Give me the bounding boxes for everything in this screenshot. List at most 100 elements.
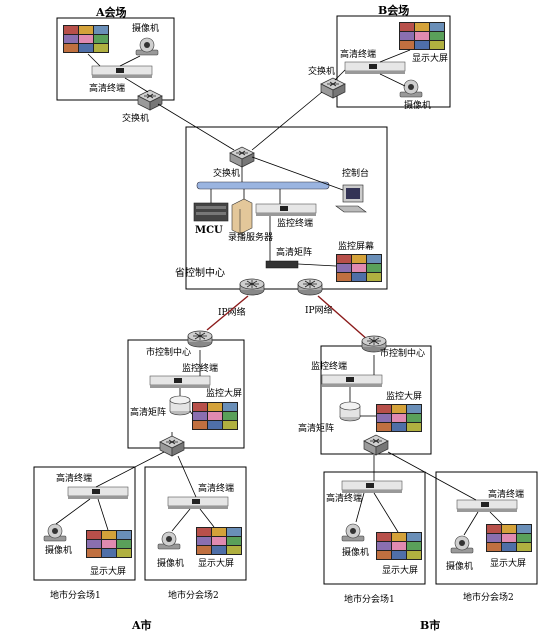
provincial-center-title: 省控制中心 — [175, 266, 225, 279]
city-a-b2-camera-label: 摄像机 — [157, 557, 184, 569]
venue-a-title: A会场 — [95, 5, 127, 19]
center-hd-matrix-icon — [265, 260, 299, 269]
mcu-icon — [193, 202, 229, 222]
city-a-b2-terminal-icon — [167, 496, 229, 510]
province-router-a-icon — [239, 278, 265, 296]
city-a-b2-terminal-label: 高清终端 — [198, 482, 234, 494]
wan-link-a — [206, 295, 249, 331]
city-b-branch-2-title: 地市分会场2 — [463, 591, 514, 603]
venue-a-box — [56, 17, 175, 101]
city-a-b2-camera-icon — [157, 531, 181, 550]
city-b-branch-1-box — [323, 471, 426, 585]
provincial-center-group — [185, 126, 388, 290]
venue-b-terminal-label: 高清终端 — [340, 48, 376, 60]
center-switch-label: 交换机 — [213, 167, 240, 179]
venue-a-terminal-label: 高清终端 — [89, 82, 125, 94]
center-monitor-wall-label: 监控屏幕 — [338, 240, 374, 252]
console-label: 控制台 — [342, 167, 369, 179]
center-bus-bar — [196, 181, 330, 190]
city-a-center-box — [127, 339, 245, 449]
city-a-b1-terminal-icon — [67, 486, 129, 500]
city-b-b1-screen-icon — [376, 532, 422, 560]
city-b-b1-camera-icon — [341, 523, 365, 542]
recording-server-icon — [231, 198, 253, 235]
link-venue-b-center — [251, 91, 323, 151]
city-a-branch-1-group — [33, 451, 165, 581]
city-b-branch-2-box — [435, 471, 538, 585]
province-router-b-icon — [297, 278, 323, 296]
city-a-center-label: 市控制中心 — [146, 346, 191, 358]
venue-a-screen-icon — [63, 25, 109, 53]
venue-a-switch-label: 交换机 — [122, 112, 149, 124]
city-b-b1-screen-label: 显示大屏 — [382, 564, 418, 576]
city-b-b2-camera-icon — [450, 535, 474, 554]
city-b-title: B市 — [420, 618, 440, 632]
center-hd-matrix-label: 高清矩阵 — [276, 246, 312, 258]
city-b-hd-matrix-icon — [339, 401, 361, 422]
city-a-title: A市 — [131, 618, 152, 632]
city-b-b2-camera-label: 摄像机 — [446, 560, 473, 572]
venue-b-title: B会场 — [378, 3, 409, 17]
city-a-monitor-terminal-label: 监控终端 — [182, 362, 218, 374]
city-b-branch-1-title: 地市分会场1 — [344, 593, 395, 605]
city-a-monitor-terminal-icon — [149, 375, 211, 389]
venue-a-switch-icon — [137, 89, 163, 111]
wan-link-b — [317, 295, 369, 341]
city-a-branch-2-title: 地市分会场2 — [168, 589, 219, 601]
venue-b-switch-label: 交换机 — [308, 65, 335, 77]
venue-a-camera-icon — [135, 37, 159, 56]
venue-a-terminal-icon — [91, 65, 153, 79]
city-b-switch-icon — [363, 434, 389, 456]
mcu-label: MCU — [195, 225, 223, 236]
city-b-b1-camera-label: 摄像机 — [342, 546, 369, 558]
city-a-hd-matrix-icon — [169, 395, 191, 416]
city-b-b1-terminal-icon — [341, 480, 403, 494]
venue-b-camera-icon — [399, 79, 423, 98]
venue-b-switch-icon — [320, 77, 346, 99]
console-icon — [335, 184, 367, 213]
city-a-branch-1-box — [33, 466, 136, 581]
venue-b-group — [320, 15, 451, 108]
city-b-monitor-screen-icon — [376, 404, 422, 432]
city-a-b1-camera-icon — [43, 523, 67, 542]
city-b-b2-terminal-icon — [456, 499, 518, 513]
city-a-b1-screen-label: 显示大屏 — [90, 565, 126, 577]
city-a-monitor-screen-icon — [192, 402, 238, 430]
venue-b-terminal-icon — [344, 61, 406, 75]
venue-b-screen-icon — [399, 22, 445, 50]
city-b-monitor-screen-label: 监控大屏 — [386, 390, 422, 402]
provincial-center-box — [185, 126, 388, 290]
ip-network-b-label: IP网络 — [305, 304, 333, 316]
city-b-monitor-terminal-label: 监控终端 — [311, 360, 347, 372]
center-monitor-terminal-icon — [255, 203, 317, 217]
city-a-b1-screen-icon — [86, 530, 132, 558]
venue-a-group — [56, 17, 175, 111]
city-a-branch-1-title: 地市分会场1 — [50, 589, 101, 601]
city-a-b2-screen-label: 显示大屏 — [198, 557, 234, 569]
city-a-b1-terminal-label: 高清终端 — [56, 472, 92, 484]
city-b-b2-terminal-label: 高清终端 — [488, 488, 524, 500]
city-b-monitor-terminal-icon — [321, 374, 383, 388]
city-a-switch-icon — [159, 435, 185, 457]
city-b-center-label: 市控制中心 — [380, 347, 425, 359]
venue-b-camera-label: 摄像机 — [404, 99, 431, 111]
venue-b-box — [336, 15, 451, 108]
ip-network-a-label: IP网络 — [218, 306, 246, 318]
city-b-b1-terminal-label: 高清终端 — [326, 492, 362, 504]
recording-server-label: 录播服务器 — [228, 231, 273, 243]
city-a-monitor-screen-label: 监控大屏 — [206, 387, 242, 399]
city-a-b2-screen-icon — [196, 527, 242, 555]
city-b-branch-1-group — [323, 455, 426, 585]
venue-a-camera-label: 摄像机 — [132, 22, 159, 34]
venue-b-screen-label: 显示大屏 — [412, 52, 448, 64]
center-monitor-wall-icon — [336, 254, 382, 282]
city-a-center-group — [127, 330, 245, 449]
city-a-hd-matrix-label: 高清矩阵 — [130, 406, 166, 418]
city-b-b2-screen-icon — [486, 524, 532, 552]
city-b-b2-screen-label: 显示大屏 — [490, 557, 526, 569]
city-a-branch-2-group — [144, 455, 247, 581]
city-a-router-icon — [187, 330, 213, 348]
city-a-branch-2-box — [144, 466, 247, 581]
center-monitor-terminal-label: 监控终端 — [277, 217, 313, 229]
